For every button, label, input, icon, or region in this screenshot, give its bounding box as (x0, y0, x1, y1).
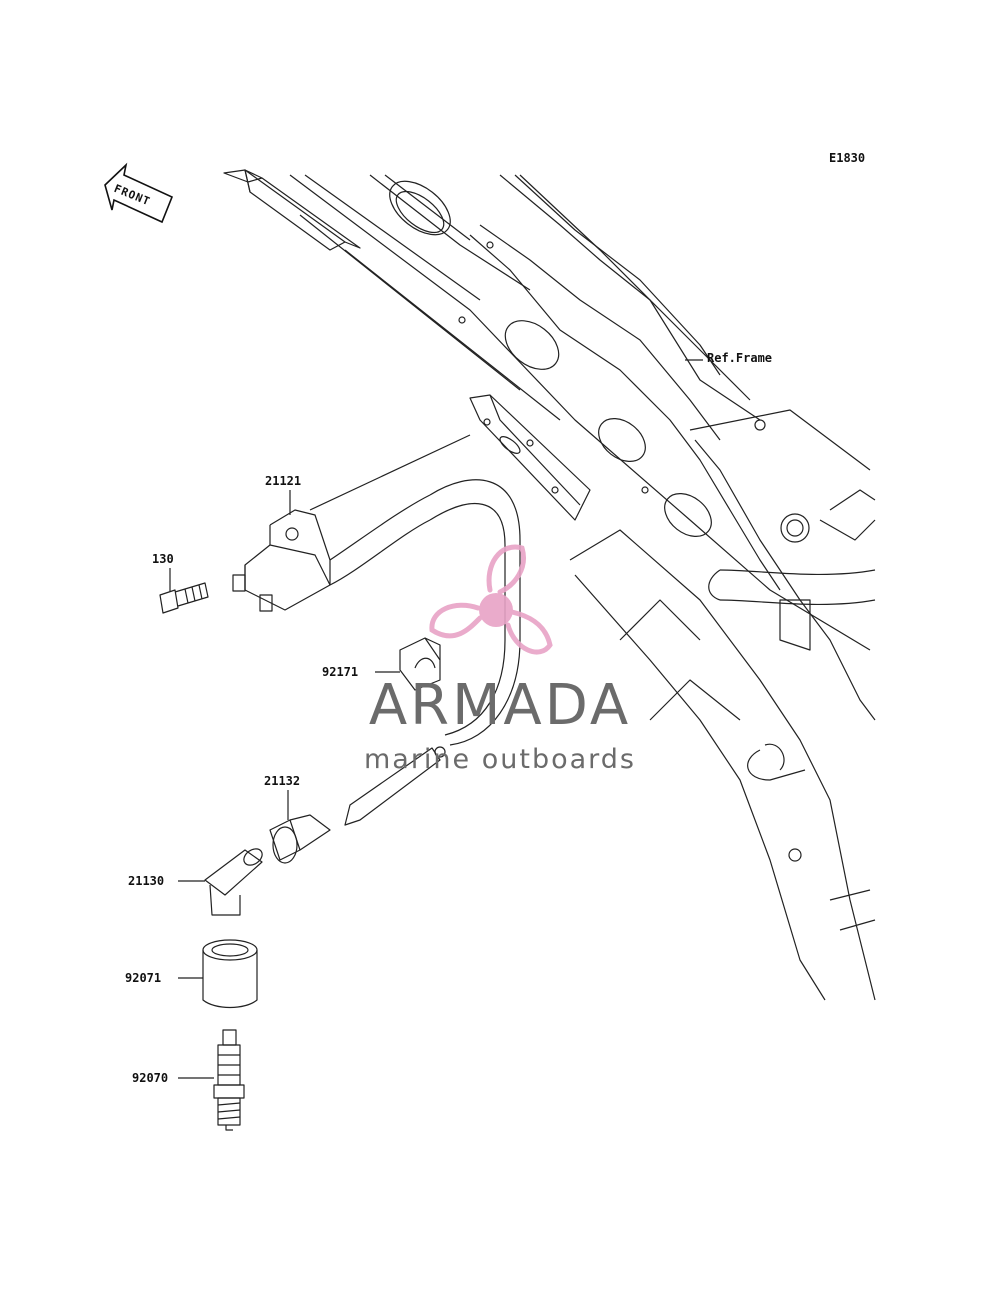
part-label-92070[interactable]: 92070 (132, 1071, 169, 1085)
watermark-title: ARMADA (368, 673, 632, 738)
ref-frame-label: Ref.Frame (707, 351, 773, 365)
part-label-21130[interactable]: 21130 (128, 874, 165, 888)
watermark-subtitle: marine outboards (363, 744, 636, 775)
armada-logo-icon (429, 544, 553, 655)
diagram-code: E1830 (829, 151, 866, 165)
part-label-92171[interactable]: 92171 (322, 665, 359, 679)
part-label-92071[interactable]: 92071 (125, 971, 162, 985)
part-label-21132[interactable]: 21132 (264, 774, 301, 788)
front-arrow-icon (104, 162, 174, 224)
part-label-130[interactable]: 130 (152, 552, 174, 566)
part-label-21121[interactable]: 21121 (265, 474, 302, 488)
frame-drawing (159, 169, 876, 1131)
